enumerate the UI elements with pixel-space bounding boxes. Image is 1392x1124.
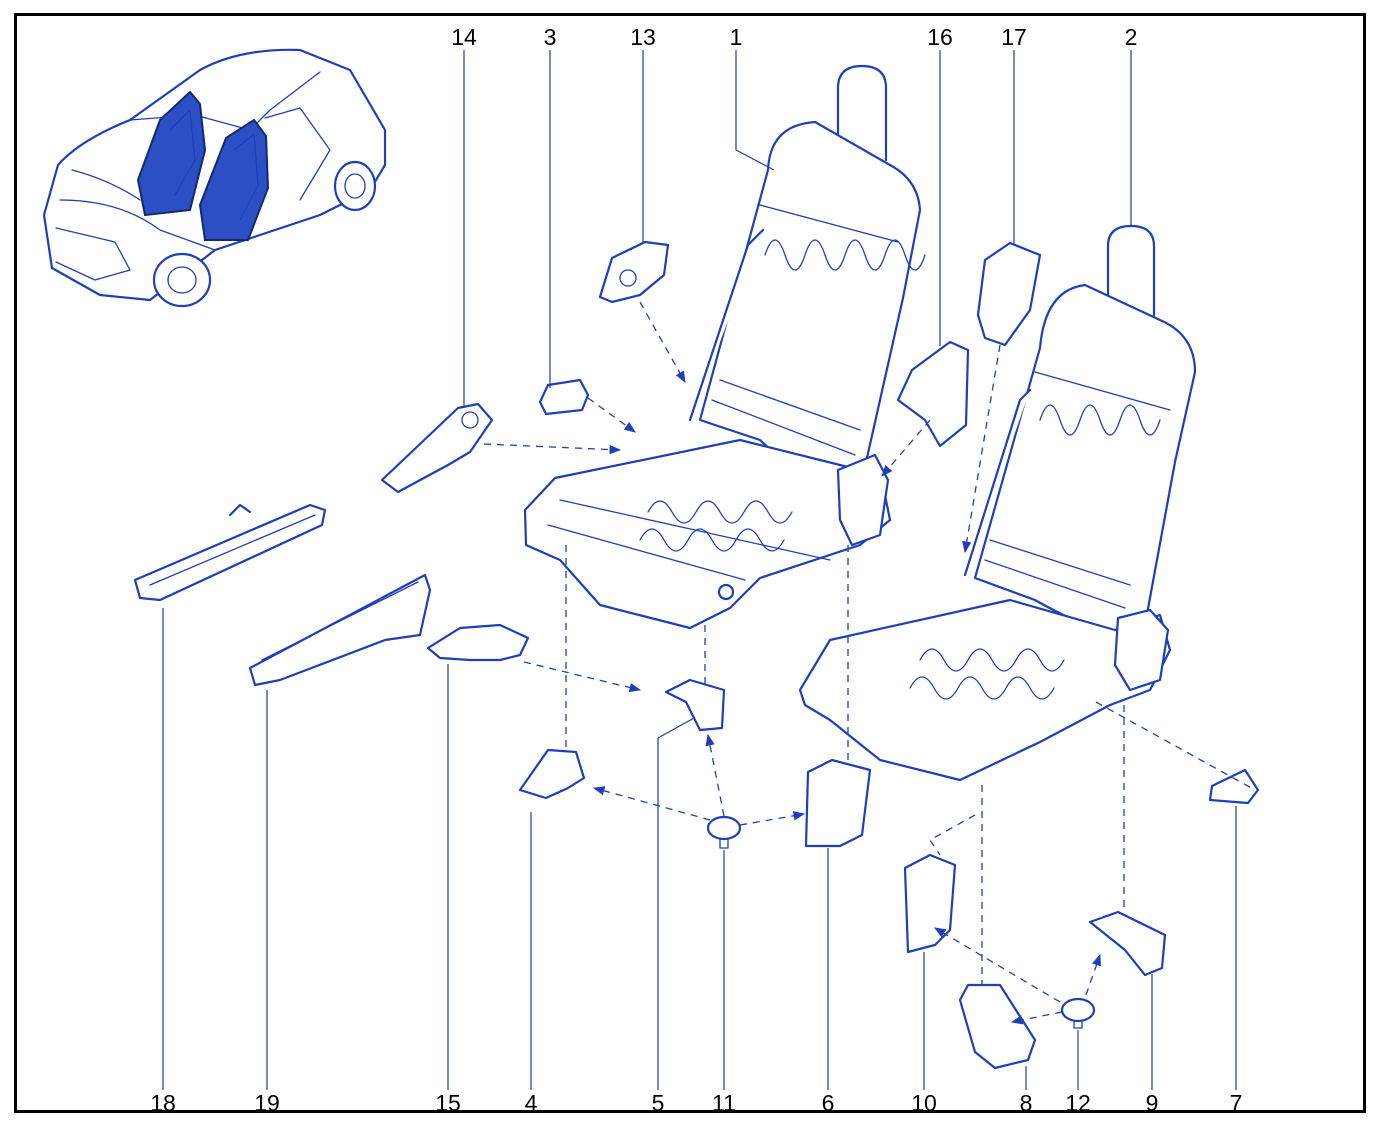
part-14-recliner — [380, 402, 494, 494]
part-5-bracket — [664, 678, 726, 732]
diagram-frame — [14, 13, 1366, 1113]
part-15-bracket — [426, 623, 530, 662]
callout-9: 9 — [1145, 1090, 1159, 1116]
part-19-rail — [248, 573, 432, 687]
part-12-clip — [1060, 997, 1096, 1029]
part-10-cover — [903, 853, 957, 954]
callout-1: 1 — [729, 24, 743, 50]
callout-5: 5 — [651, 1090, 665, 1116]
car-thumbnail — [42, 48, 387, 308]
callout-14: 14 — [451, 24, 477, 50]
part-18-rail — [133, 503, 327, 602]
callout-8: 8 — [1019, 1090, 1033, 1116]
part-17-cover — [976, 241, 1042, 347]
part-11-clip — [706, 815, 742, 849]
callout-15: 15 — [435, 1090, 461, 1116]
callout-13: 13 — [630, 24, 656, 50]
callout-19: 19 — [254, 1090, 280, 1116]
callout-18: 18 — [150, 1090, 176, 1116]
part-4-bracket — [518, 748, 586, 800]
assembly-arrows — [483, 301, 1256, 1025]
part-7-handle — [1208, 768, 1260, 805]
callout-10: 10 — [911, 1090, 937, 1116]
part-13-cover — [598, 240, 670, 304]
part-8-cover — [958, 983, 1037, 1070]
leader-lines — [162, 50, 1237, 1090]
callout-6: 6 — [821, 1090, 835, 1116]
part-3-bracket — [538, 378, 590, 416]
callout-4: 4 — [524, 1090, 538, 1116]
callout-16: 16 — [927, 24, 953, 50]
part-9-bracket — [1088, 910, 1167, 977]
callout-3: 3 — [543, 24, 557, 50]
callout-11: 11 — [712, 1090, 736, 1116]
callout-2: 2 — [1124, 24, 1138, 50]
callout-17: 17 — [1001, 24, 1027, 50]
seat-frame-1 — [523, 64, 926, 630]
callout-12: 12 — [1065, 1090, 1091, 1116]
part-16-cover — [896, 340, 970, 448]
callout-7: 7 — [1229, 1090, 1243, 1116]
seat-frame-2 — [798, 224, 1197, 782]
part-6-cover — [804, 758, 872, 848]
